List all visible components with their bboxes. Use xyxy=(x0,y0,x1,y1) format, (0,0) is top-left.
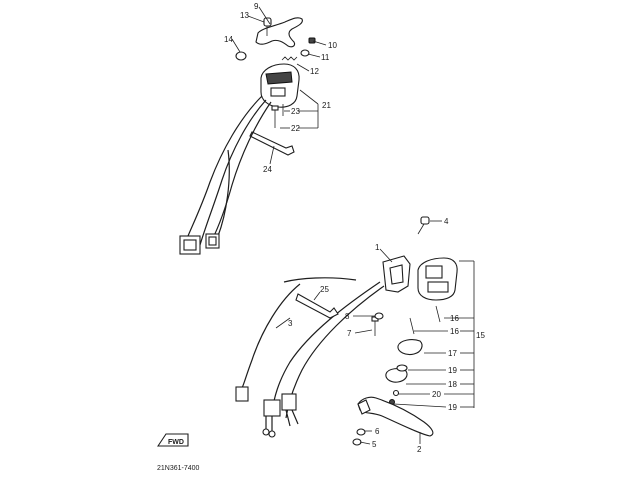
callout-16-a: 16 xyxy=(450,314,459,323)
callout-15: 15 xyxy=(476,331,485,340)
callout-2: 2 xyxy=(417,445,422,454)
callout-20: 19 xyxy=(448,403,457,412)
callout-8: 8 xyxy=(345,312,350,321)
callout-16-b: 16 xyxy=(450,327,459,336)
callout-21: 20 xyxy=(432,390,441,399)
callout-25-upper: 24 xyxy=(263,165,272,174)
fwd-arrow-icon: FWD xyxy=(156,433,189,447)
callout-17: 17 xyxy=(448,349,457,358)
lower-switch-assembly xyxy=(235,216,458,446)
callout-23: 22 xyxy=(291,124,300,133)
callout-18: 18 xyxy=(448,380,457,389)
callout-10: 10 xyxy=(328,41,337,50)
callout-3: 3 xyxy=(288,319,293,328)
callout-13: 13 xyxy=(240,11,249,20)
callout-1: 1 xyxy=(375,243,380,252)
upper-switch-assembly xyxy=(179,17,316,255)
callout-11: 11 xyxy=(321,53,330,62)
callout-5: 5 xyxy=(372,440,377,449)
callout-12: 12 xyxy=(310,67,319,76)
callout-14: 14 xyxy=(224,35,233,44)
diagram-code: 21N361-7400 xyxy=(157,465,200,472)
callout-9: 9 xyxy=(254,2,259,11)
callout-4: 4 xyxy=(444,217,449,226)
fwd-arrow-label: FWD xyxy=(168,439,184,446)
callout-labels: 9 13 14 10 11 12 21 23 22 24 4 1 25 3 8 … xyxy=(224,2,485,454)
callout-7: 7 xyxy=(347,329,352,338)
leader-lines xyxy=(231,6,475,445)
callout-24: 23 xyxy=(291,107,300,116)
callout-19: 19 xyxy=(448,366,457,375)
callout-25-lower: 25 xyxy=(320,285,329,294)
callout-6: 6 xyxy=(375,427,380,436)
callout-22: 21 xyxy=(322,101,331,110)
